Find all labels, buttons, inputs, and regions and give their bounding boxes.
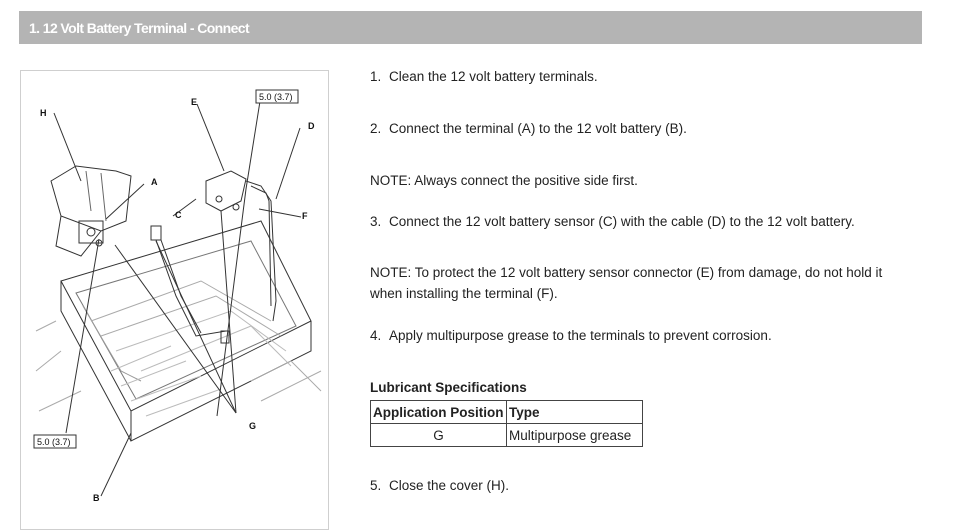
label-e: E	[191, 97, 197, 107]
label-c: C	[175, 210, 182, 220]
header-application-position: Application Position	[370, 400, 507, 424]
step-text: Connect the 12 volt battery sensor (C) w…	[389, 214, 855, 229]
label-g: G	[249, 421, 256, 431]
torque-spec-top: 5.0 (3.7)	[259, 92, 293, 102]
battery-diagram: 5.0 (3.7) 5.0 (3.7) H E D A C F G B	[33, 89, 322, 503]
step-4: 4. Apply multipurpose grease to the termi…	[370, 325, 772, 346]
note-positive-first: NOTE: Always connect the positive side f…	[370, 173, 638, 188]
step-text: Connect the terminal (A) to the 12 volt …	[389, 121, 687, 136]
step-5: 5. Close the cover (H).	[370, 475, 509, 496]
step-number: 3.	[370, 214, 382, 229]
note-sensor-connector: NOTE: To protect the 12 volt battery sen…	[370, 265, 883, 301]
step-2: 2. Connect the terminal (A) to the 12 vol…	[370, 118, 687, 139]
step-number: 2.	[370, 121, 382, 136]
cell-position: G	[370, 423, 507, 447]
step-3: 3. Connect the 12 volt battery sensor (C)…	[370, 211, 855, 232]
step-1: 1. Clean the 12 volt battery terminals.	[370, 66, 598, 87]
step-text: Clean the 12 volt battery terminals.	[389, 69, 598, 84]
step-number: 1.	[370, 69, 382, 84]
cell-type: Multipurpose grease	[506, 423, 643, 447]
lubricant-spec-title: Lubricant Specifications	[370, 380, 527, 395]
label-b: B	[93, 493, 100, 503]
torque-spec-bottom: 5.0 (3.7)	[37, 437, 71, 447]
section-title: 1. 12 Volt Battery Terminal - Connect	[29, 19, 250, 36]
table-header-row: Application Position Type	[370, 400, 643, 424]
section-header: 1. 12 Volt Battery Terminal - Connect	[19, 11, 922, 44]
label-a: A	[151, 177, 158, 187]
battery-illustration: 5.0 (3.7) 5.0 (3.7) H E D A C F G B	[20, 70, 329, 530]
step-text: Close the cover (H).	[389, 478, 510, 493]
label-f: F	[302, 211, 308, 221]
step-text: Apply multipurpose grease to the termina…	[389, 328, 772, 343]
header-type: Type	[506, 400, 643, 424]
step-number: 4.	[370, 328, 382, 343]
label-h: H	[40, 108, 47, 118]
label-d: D	[308, 121, 315, 131]
lubricant-spec-table: Application Position Type G Multipurpose…	[370, 400, 643, 447]
step-number: 5.	[370, 478, 382, 493]
table-row: G Multipurpose grease	[370, 423, 643, 447]
